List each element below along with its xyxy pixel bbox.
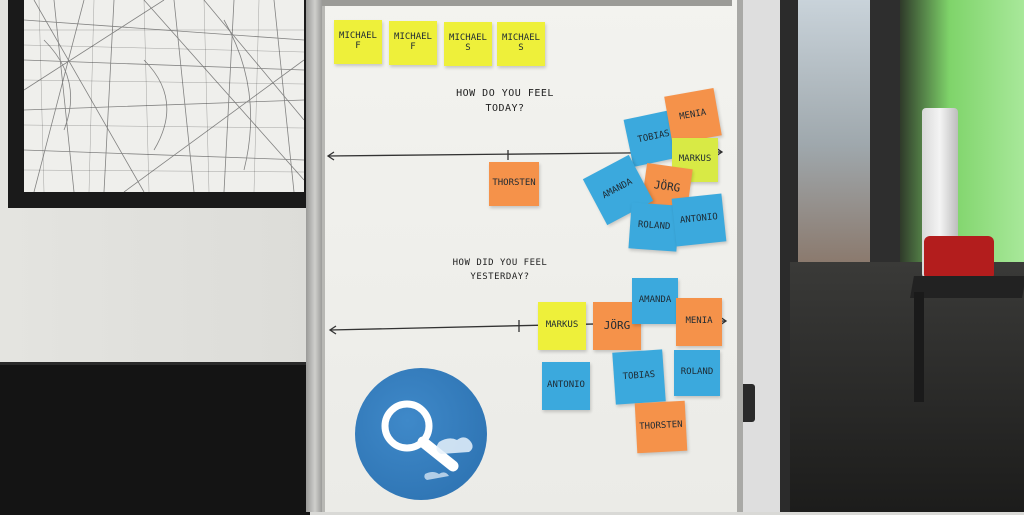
name-note-4-line1: MICHAEL xyxy=(502,33,540,44)
television-screen xyxy=(0,362,310,515)
heading-yesterday-line2: YESTERDAY? xyxy=(470,272,530,282)
name-note-2-line2: F xyxy=(410,42,416,52)
logo-circle xyxy=(355,368,487,500)
name-note-1-line2: F xyxy=(355,41,361,51)
name-note-1: MICHAEL F xyxy=(334,20,382,64)
name-note-3-line1: MICHAEL xyxy=(449,33,487,44)
city-map-streets xyxy=(24,0,304,192)
yesterday-note-tobias: TOBIAS xyxy=(612,349,666,405)
magnifier-icon xyxy=(381,400,473,480)
today-note-antonio: ANTONIO xyxy=(671,193,727,247)
heading-today: HOW DO YOU FEEL TODAY? xyxy=(420,88,590,114)
yesterday-arrow-right xyxy=(719,316,728,326)
heading-today-line2: TODAY? xyxy=(485,103,525,114)
yesterday-note-roland: ROLAND xyxy=(674,350,720,396)
today-arrow-right xyxy=(715,147,724,157)
name-note-4: MICHAEL S xyxy=(497,22,545,66)
yesterday-arrow-left xyxy=(328,325,337,335)
today-note-thorsten: THORSTEN xyxy=(489,162,539,206)
yesterday-note-amanda: AMANDA xyxy=(632,278,678,324)
name-note-2: MICHAEL F xyxy=(389,21,437,65)
name-note-2-line1: MICHAEL xyxy=(394,32,432,43)
door-post xyxy=(870,0,900,262)
floor xyxy=(790,262,1024,512)
table-leg xyxy=(914,292,924,402)
yesterday-note-menia: MENIA xyxy=(676,298,722,346)
name-note-3-line2: S xyxy=(465,43,471,53)
heading-yesterday-line1: HOW DID YOU FEEL xyxy=(452,258,548,268)
name-note-4-line2: S xyxy=(518,43,524,53)
city-map-picture xyxy=(24,0,304,192)
name-note-3: MICHAEL S xyxy=(444,22,492,66)
yesterday-note-markus: MARKUS xyxy=(538,302,586,350)
today-arrow-left xyxy=(326,151,335,161)
red-armchair xyxy=(924,236,994,280)
flipchart-stand xyxy=(306,0,324,512)
yesterday-note-thorsten: THORSTEN xyxy=(634,400,688,454)
heading-today-line1: HOW DO YOU FEEL xyxy=(456,88,554,99)
table-top xyxy=(910,276,1024,298)
heading-yesterday: HOW DID YOU FEEL YESTERDAY? xyxy=(420,258,580,282)
name-note-1-line1: MICHAEL xyxy=(339,31,377,42)
today-note-menia: MENIA xyxy=(664,88,722,144)
whiteboard-top-rail xyxy=(322,0,732,6)
yesterday-note-antonio: ANTONIO xyxy=(542,362,590,410)
